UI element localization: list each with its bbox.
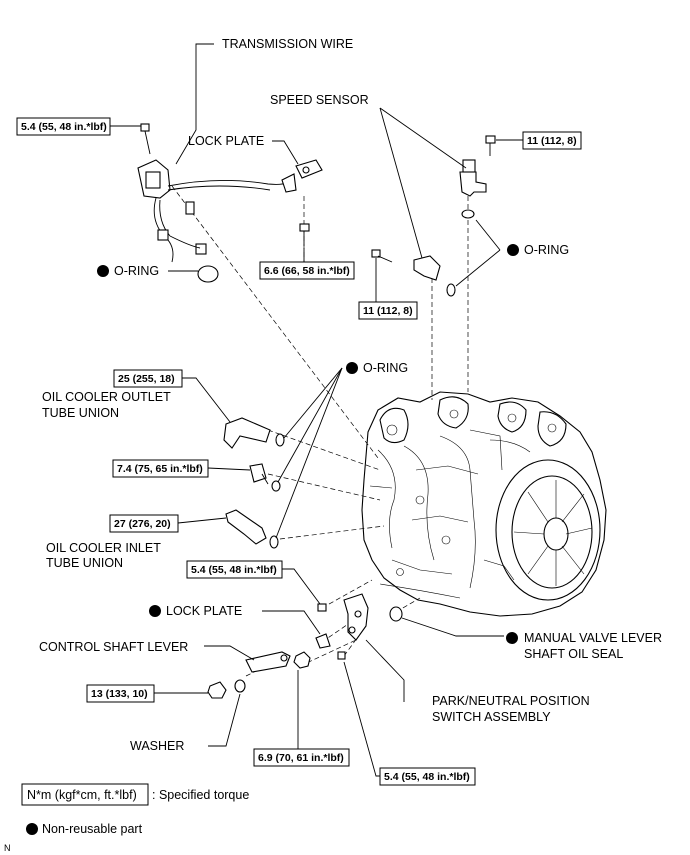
control-shaft-lever-part — [245, 651, 291, 673]
label-o-ring-mid: O-RING — [363, 361, 408, 375]
label-oil-cooler-outlet-1: OIL COOLER OUTLET — [42, 390, 171, 404]
speed-sensor-bolt-top — [485, 135, 496, 156]
non-reusable-marker-o-ring-right — [507, 244, 519, 256]
label-o-ring-right: O-RING — [524, 243, 569, 257]
speed-sensor-lower — [413, 255, 456, 297]
lock-plate-top — [295, 159, 323, 179]
o-ring-left-part — [197, 265, 219, 283]
switch-bolt-upper — [317, 603, 327, 612]
torque-nut-13: 13 (133, 10) — [91, 688, 148, 700]
torque-speed-sensor-top: 11 (112, 8) — [527, 135, 577, 147]
label-park-neutral-1: PARK/NEUTRAL POSITION — [432, 694, 590, 708]
label-manual-valve-1: MANUAL VALVE LEVER — [524, 631, 662, 645]
labels: TRANSMISSION WIRE SPEED SENSOR LOCK PLAT… — [39, 37, 662, 753]
label-washer: WASHER — [130, 739, 184, 753]
manual-valve-seal-part — [389, 606, 403, 622]
label-oil-cooler-inlet-1: OIL COOLER INLET — [46, 541, 161, 555]
label-lock-plate-bottom: LOCK PLATE — [166, 604, 242, 618]
speed-sensor-bolt-bottom — [371, 249, 393, 263]
torque-lock-plate-bolt: 6.6 (66, 58 in.*lbf) — [264, 265, 350, 277]
label-lock-plate-top: LOCK PLATE — [188, 134, 264, 148]
oil-cooler-inlet-union — [225, 509, 279, 549]
wire-bolt — [140, 123, 151, 155]
legend-non-reusable-text: Non-reusable part — [42, 822, 143, 836]
oil-cooler-outlet-union — [223, 417, 285, 449]
torque-speed-sensor-bottom: 11 (112, 8) — [363, 305, 413, 317]
torque-wire-bolt: 5.4 (55, 48 in.*lbf) — [21, 121, 107, 133]
non-reusable-marker-lock-plate — [149, 605, 161, 617]
label-control-shaft-lever: CONTROL SHAFT LEVER — [39, 640, 188, 654]
non-reusable-marker-o-ring-mid — [346, 362, 358, 374]
speed-sensor-upper — [459, 159, 487, 219]
non-reusable-marker-manual-valve-seal — [506, 632, 518, 644]
transmission-case — [361, 391, 607, 617]
non-reusable-marker-o-ring-left — [97, 265, 109, 277]
label-park-neutral-2: SWITCH ASSEMBLY — [432, 710, 551, 724]
washer-part — [234, 679, 246, 693]
nut-69-part — [293, 651, 311, 669]
legend-torque-box: N*m (kgf*cm, ft.*lbf) — [27, 788, 137, 802]
label-oil-cooler-inlet-2: TUBE UNION — [46, 556, 123, 570]
label-transmission-wire: TRANSMISSION WIRE — [222, 37, 353, 51]
torque-plug-bolt: 7.4 (75, 65 in.*lbf) — [117, 463, 203, 475]
label-manual-valve-2: SHAFT OIL SEAL — [524, 647, 623, 661]
torque-nut-69: 6.9 (70, 61 in.*lbf) — [258, 752, 344, 764]
nut-13-part — [207, 681, 227, 699]
plug-bolt — [249, 463, 281, 492]
transmission-wire — [137, 159, 297, 263]
lock-plate-bottom-part — [315, 633, 331, 649]
torque-specs: 5.4 (55, 48 in.*lbf) 6.6 (66, 58 in.*lbf… — [16, 117, 582, 786]
torque-switch-bolt-upper: 5.4 (55, 48 in.*lbf) — [191, 564, 277, 576]
legend-non-reusable-dot — [26, 823, 38, 835]
label-speed-sensor: SPEED SENSOR — [270, 93, 369, 107]
legend-torque-text: : Specified torque — [152, 788, 249, 802]
corner-mark: N — [4, 843, 11, 853]
torque-inlet-union: 27 (276, 20) — [114, 518, 171, 530]
legend: N*m (kgf*cm, ft.*lbf) : Specified torque… — [21, 783, 249, 836]
label-oil-cooler-outlet-2: TUBE UNION — [42, 406, 119, 420]
torque-switch-bolt-lower: 5.4 (55, 48 in.*lbf) — [384, 771, 470, 783]
park-neutral-switch — [343, 593, 369, 641]
lock-plate-bolt — [299, 223, 310, 246]
label-o-ring-left: O-RING — [114, 264, 159, 278]
switch-bolt-lower — [337, 651, 346, 660]
leader-lines — [110, 43, 524, 777]
torque-outlet-union: 25 (255, 18) — [118, 373, 175, 385]
